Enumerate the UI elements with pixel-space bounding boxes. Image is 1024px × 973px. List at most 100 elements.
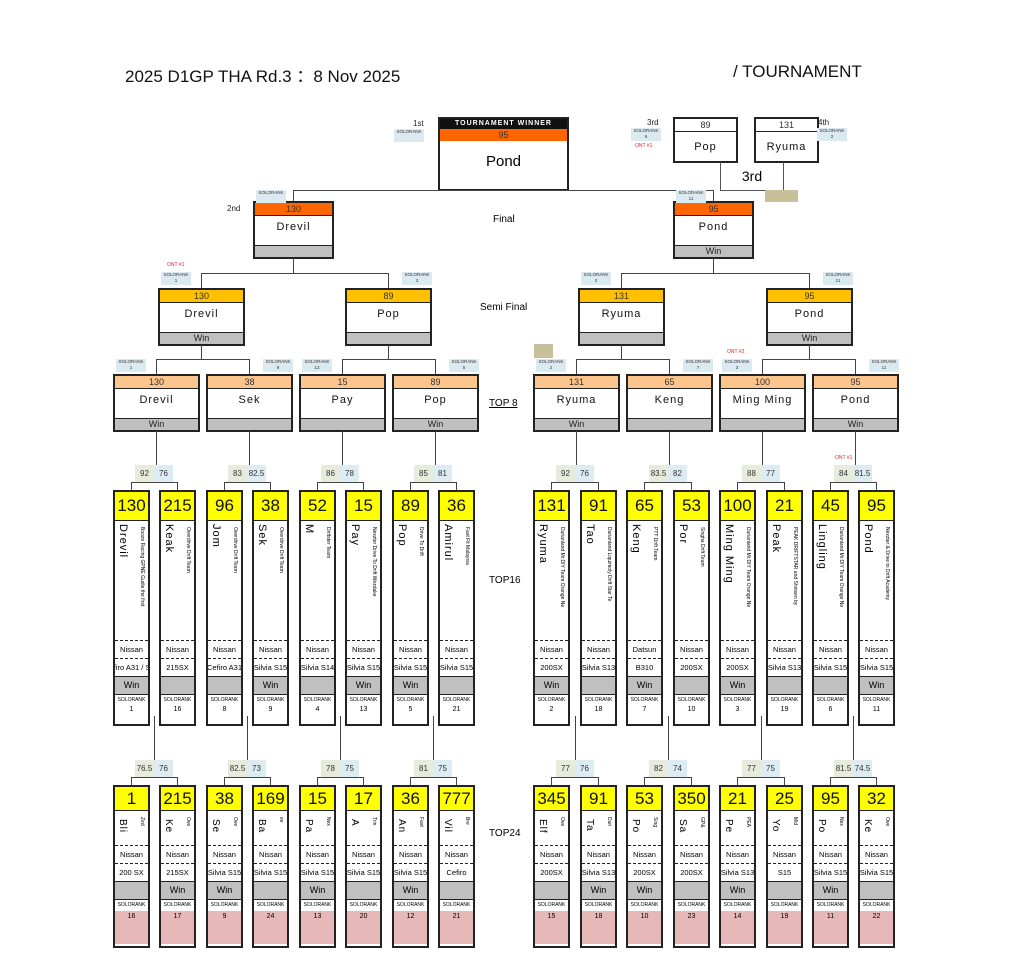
driver-name: Vil [442, 819, 453, 833]
result-bar [301, 418, 384, 430]
solorank-value: 16 [115, 911, 148, 944]
win-indicator: Win [814, 418, 897, 430]
driver-name: Amirul [442, 524, 454, 562]
driver-name: Pa [303, 819, 314, 834]
car-maker: Nissan [768, 846, 801, 864]
driver-name: An [396, 819, 407, 834]
car-maker: Nissan [535, 846, 568, 864]
team-name: Ove [232, 817, 238, 827]
judge-score-left: 77 [742, 760, 761, 777]
solorank-label: SOLORANK [630, 902, 659, 908]
win-indicator: Win [721, 676, 754, 695]
solorank-value: 11 [872, 706, 881, 713]
place-label-3rd: 3rd [647, 118, 659, 127]
judge-score-right: 82.5 [247, 465, 266, 482]
solorank-label: SOLORANK [537, 697, 566, 703]
car-model-text: Silvia S15 [394, 663, 427, 672]
car-maker: Nissan [675, 846, 708, 864]
round-label-top8: TOP 8 [489, 398, 518, 409]
connector-line [317, 777, 363, 778]
solorank-label: SOLORANK [770, 902, 799, 908]
car-number: 95 [768, 290, 851, 303]
car-number: 36 [440, 490, 473, 521]
connector-line [575, 716, 576, 777]
connector-line [224, 482, 270, 483]
connector-line [762, 359, 855, 360]
team-name: Mid [792, 817, 798, 826]
car-number: 345 [535, 785, 568, 811]
result-bar [347, 332, 430, 344]
connector-line [691, 482, 692, 490]
car-number: 21 [768, 490, 801, 521]
car-number: 65 [628, 490, 661, 521]
driver-name: Tao [584, 524, 596, 545]
connector-line [293, 258, 294, 273]
car-number: 100 [721, 490, 754, 521]
connector-line [224, 777, 270, 778]
car-maker: Nissan [582, 846, 615, 864]
connector-line [830, 777, 876, 778]
car-model: Silvia S15 [394, 864, 427, 881]
car-number: 131 [535, 376, 618, 389]
